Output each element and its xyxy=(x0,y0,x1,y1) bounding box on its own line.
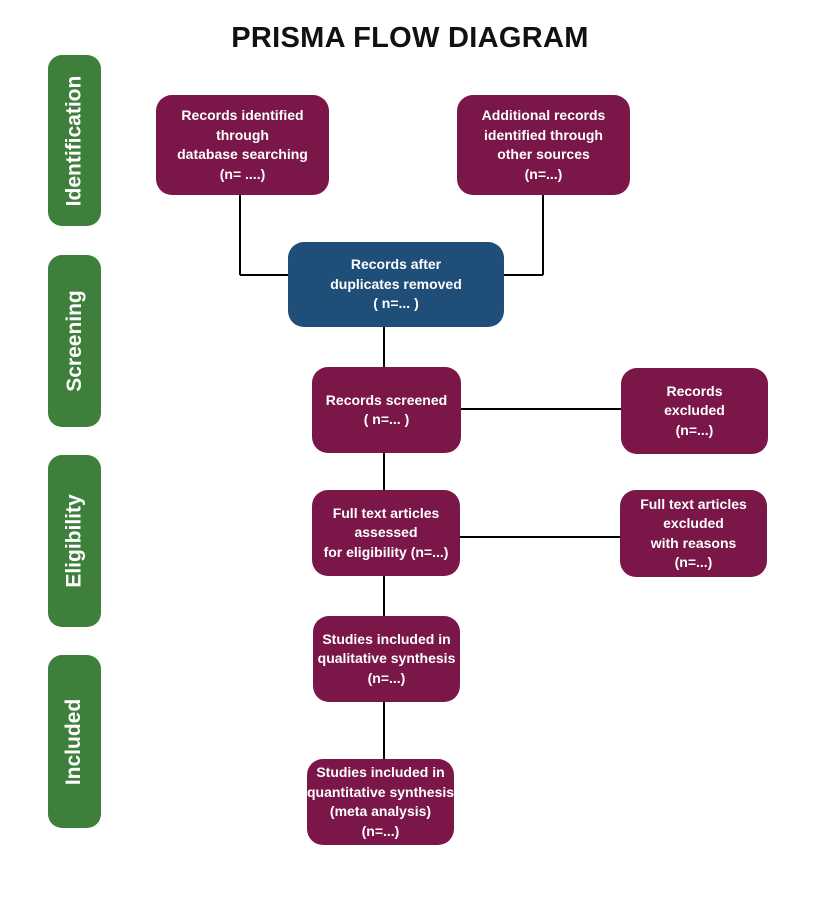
box-line: Records identified xyxy=(181,107,304,123)
box-full-text-assessed: Full text articles assessed for eligibil… xyxy=(312,490,460,576)
box-line: (n=...) xyxy=(674,554,713,570)
box-line: database searching xyxy=(177,146,308,162)
box-line: (n=...) xyxy=(675,421,714,438)
box-full-text-excluded: Full text articles excluded with reasons… xyxy=(620,490,767,577)
box-line: (n=...) xyxy=(367,669,406,686)
box-line: (n=...) xyxy=(524,165,563,182)
stage-included: Included xyxy=(48,655,101,828)
box-line: assessed xyxy=(354,524,418,541)
box-line: Studies included in xyxy=(322,630,451,647)
box-line: excluded xyxy=(663,515,724,531)
box-other-sources: Additional records identified through ot… xyxy=(457,95,630,195)
stage-eligibility-label: Eligibility xyxy=(62,494,86,588)
stage-screening: Screening xyxy=(48,255,101,427)
box-line: for eligibility (n=...) xyxy=(323,543,449,560)
box-qualitative-synthesis: Studies included in qualitative synthesi… xyxy=(313,616,460,702)
box-line: qualitative synthesis xyxy=(317,650,456,667)
box-line: with reasons xyxy=(650,534,737,551)
box-line: Full text articles xyxy=(332,504,440,521)
box-line: Full text articles xyxy=(640,495,747,512)
box-line: Records screened xyxy=(325,391,448,408)
stage-identification-label: Identification xyxy=(62,75,86,206)
box-line: Studies included in xyxy=(316,764,445,780)
box-line: Records after xyxy=(350,256,442,273)
stage-identification: Identification xyxy=(48,55,101,226)
box-line: (n=...) xyxy=(361,822,400,839)
box-quantitative-synthesis: Studies included in quantitative synthes… xyxy=(307,759,454,845)
box-line: excluded xyxy=(664,402,725,419)
box-line: Additional records xyxy=(481,107,606,123)
box-line: ( n=... ) xyxy=(373,295,419,312)
box-line: Records xyxy=(666,382,723,399)
box-line: through xyxy=(216,126,269,143)
box-line: (meta analysis) xyxy=(329,803,432,819)
box-database-search: Records identified through database sear… xyxy=(156,95,329,195)
box-records-screened: Records screened ( n=... ) xyxy=(312,367,461,453)
box-records-excluded: Records excluded (n=...) xyxy=(621,368,768,454)
box-line: duplicates removed xyxy=(330,275,462,292)
diagram-title: PRISMA FLOW DIAGRAM xyxy=(231,22,589,54)
box-duplicates-removed: Records after duplicates removed ( n=...… xyxy=(288,242,504,327)
box-line: (n= ....) xyxy=(219,165,266,182)
box-line: identified through xyxy=(484,126,603,143)
box-line: ( n=... ) xyxy=(363,411,410,427)
stage-screening-label: Screening xyxy=(62,290,86,392)
box-line: quantitative synthesis xyxy=(306,783,455,800)
box-line: other sources xyxy=(497,146,590,162)
stage-included-label: Included xyxy=(62,698,86,785)
stage-eligibility: Eligibility xyxy=(48,455,101,627)
